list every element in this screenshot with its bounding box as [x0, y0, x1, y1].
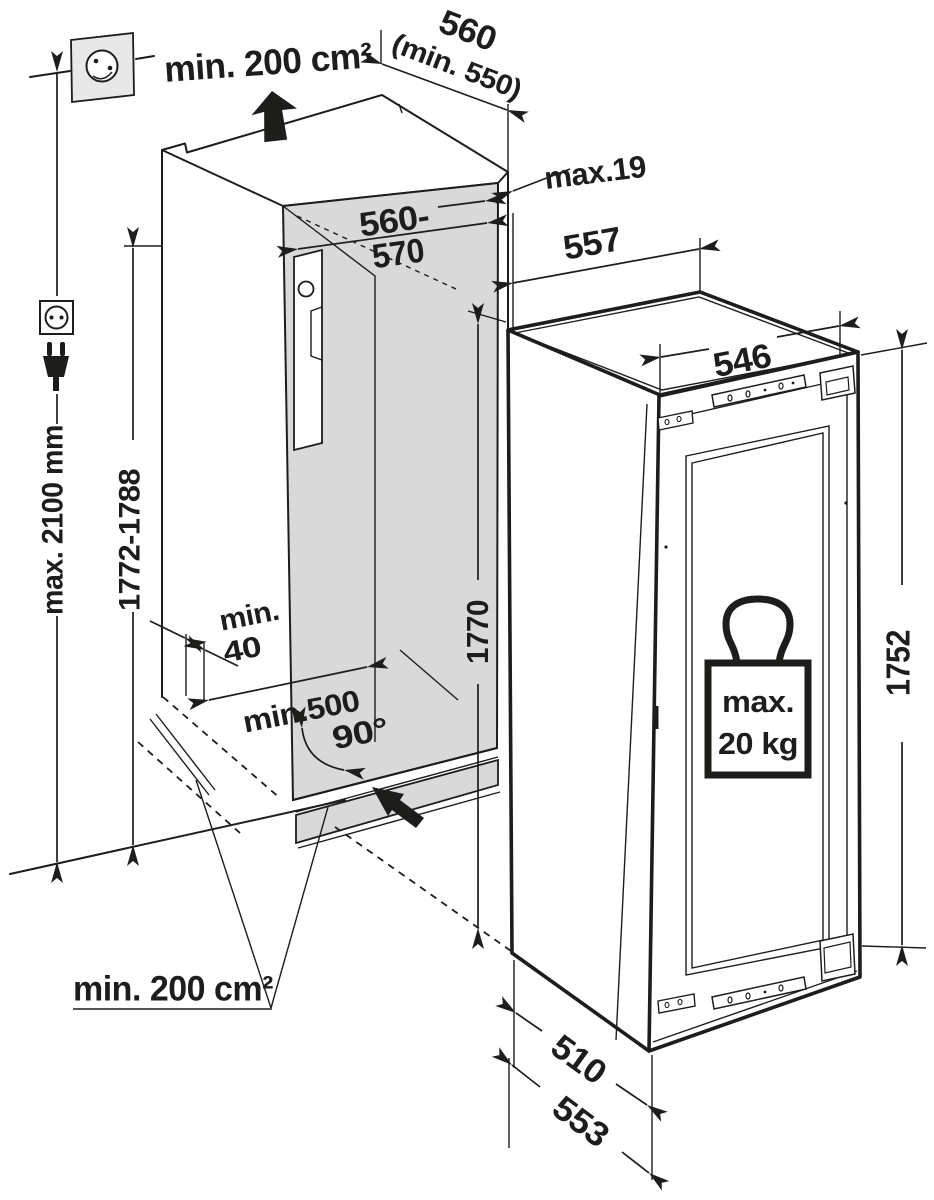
- depth-total-label: 553: [545, 1088, 616, 1154]
- top-ventilation-label: min. 200 cm²: [163, 34, 374, 89]
- dim-niche-width: 560- 570: [276, 192, 509, 276]
- appliance-left-side: [506, 329, 651, 1053]
- screw-dot: [664, 545, 668, 549]
- dim-top-depth: 557: [491, 213, 721, 330]
- door-load-weight-icon: max. 20 kg: [704, 595, 812, 779]
- door-weight-label1: max.: [722, 684, 794, 719]
- bottom-left-plate: [657, 993, 696, 1014]
- ceiling-line: [135, 55, 155, 60]
- floor-line: [9, 799, 346, 875]
- panel-thickness-label: max.19: [542, 149, 648, 196]
- dim-ceiling-max: max. 2100 mm: [37, 51, 70, 883]
- door-seal-notch: [653, 706, 659, 729]
- hinge-plate: [293, 248, 323, 452]
- top-mounting-bracket: [711, 374, 807, 408]
- depth-body-label: 510: [544, 1027, 613, 1092]
- appliance-door: [647, 350, 862, 1053]
- niche-interior-line: [399, 649, 459, 701]
- dim-niche-height: 1772-1788: [114, 227, 162, 866]
- door-weight-label2: 20 kg: [718, 726, 798, 761]
- appliance-height-label: 1752: [880, 630, 917, 696]
- dim-niche-depth-top: 560 (min. 550): [360, 3, 529, 171]
- top-depth-label: 557: [560, 220, 624, 267]
- bottom-ventilation-callout: min. 200 cm²: [73, 779, 329, 1010]
- callout-leader-right: [270, 806, 329, 1009]
- top-left-plate: [657, 410, 694, 431]
- airflow-up-arrow: [251, 91, 297, 143]
- dim-plinth-gap: min. 40: [149, 595, 282, 702]
- door-bottom-edge: [652, 970, 858, 1043]
- plinth-gap-value: 40: [221, 631, 264, 670]
- niche-height-label: 1772-1788: [114, 469, 147, 611]
- appliance-side-seam: [615, 403, 648, 1041]
- power-socket-plate-icon: [70, 31, 135, 104]
- dim-front-width: 546: [639, 311, 861, 396]
- screw-dot: [844, 501, 848, 505]
- airflow-base-arrow: [372, 787, 424, 828]
- top-hinge: [819, 365, 856, 401]
- plinth-edge: [155, 713, 216, 791]
- inner-height-label: 1770: [460, 600, 495, 664]
- plinth-gap-word: min.: [217, 595, 282, 638]
- wall-socket-icon: [39, 300, 74, 335]
- mains-plug-icon: [43, 342, 69, 391]
- niche-bottom-edge: [297, 791, 501, 849]
- plinth-edge: [149, 718, 210, 796]
- bottom-mounting-bracket: [711, 976, 807, 1010]
- dim-panel-thickness: max.19: [491, 149, 648, 205]
- callout-leader-left: [195, 779, 272, 1009]
- appliance: max. 20 kg: [506, 290, 862, 1053]
- niche-floor-edge: [292, 747, 498, 801]
- niche-width-label2: 570: [370, 231, 427, 276]
- bottom-hinge: [819, 933, 856, 982]
- projection-dashed-line: [334, 826, 512, 952]
- front-width-label: 546: [710, 337, 774, 385]
- dim-top-ventilation: min. 200 cm²: [163, 34, 374, 89]
- dim-appliance-height: 1752: [860, 329, 928, 966]
- dim-inner-height: 1770: [460, 303, 507, 949]
- hidden-edge: [137, 741, 241, 834]
- ceiling-max-label: max. 2100 mm: [37, 425, 70, 615]
- niche-cabinet: [9, 31, 509, 875]
- ceiling-line: [29, 70, 71, 78]
- bottom-ventilation-label: min. 200 cm²: [73, 969, 273, 1008]
